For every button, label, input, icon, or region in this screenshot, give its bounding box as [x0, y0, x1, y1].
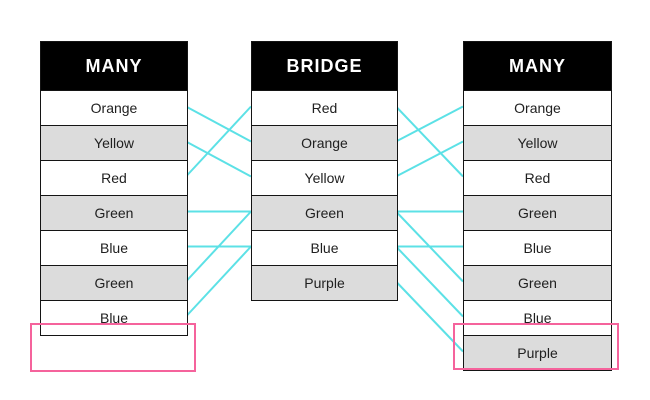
table-row-green: Green: [464, 195, 611, 230]
table-header: MANY: [464, 42, 611, 90]
connector-line: [395, 140, 464, 178]
left-empty-slot-highlight: [30, 323, 196, 372]
connector-line: [185, 210, 252, 283]
connector-line: [185, 105, 252, 143]
table-row-blue: Blue: [464, 230, 611, 265]
connector-line: [395, 105, 464, 178]
table-row-red: Red: [464, 160, 611, 195]
table-row-red: Red: [41, 160, 187, 195]
connector-line: [395, 105, 464, 143]
table-row-purple: Purple: [252, 265, 397, 300]
table-row-green: Green: [464, 265, 611, 300]
table-row-green: Green: [41, 195, 187, 230]
table-header: MANY: [41, 42, 187, 90]
table-row-green: Green: [41, 265, 187, 300]
table-row-orange: Orange: [464, 90, 611, 125]
table-row-blue: Blue: [252, 230, 397, 265]
table-row-blue: Blue: [464, 300, 611, 335]
table-row-red: Red: [252, 90, 397, 125]
connector-line: [395, 245, 464, 318]
table-row-orange: Orange: [41, 90, 187, 125]
table-row-orange: Orange: [252, 125, 397, 160]
table-row-blue: Blue: [41, 300, 187, 335]
connector-line: [185, 105, 252, 178]
table-row-green: Green: [252, 195, 397, 230]
table-row-purple: Purple: [464, 335, 611, 370]
table-row-blue: Blue: [41, 230, 187, 265]
right-purple-row-highlight: [453, 323, 619, 370]
connector-line: [395, 280, 464, 353]
connector-line: [185, 140, 252, 178]
connector-line: [185, 245, 252, 318]
table-row-yellow: Yellow: [41, 125, 187, 160]
table-row-yellow: Yellow: [252, 160, 397, 195]
table-row-yellow: Yellow: [464, 125, 611, 160]
table-header: BRIDGE: [252, 42, 397, 90]
